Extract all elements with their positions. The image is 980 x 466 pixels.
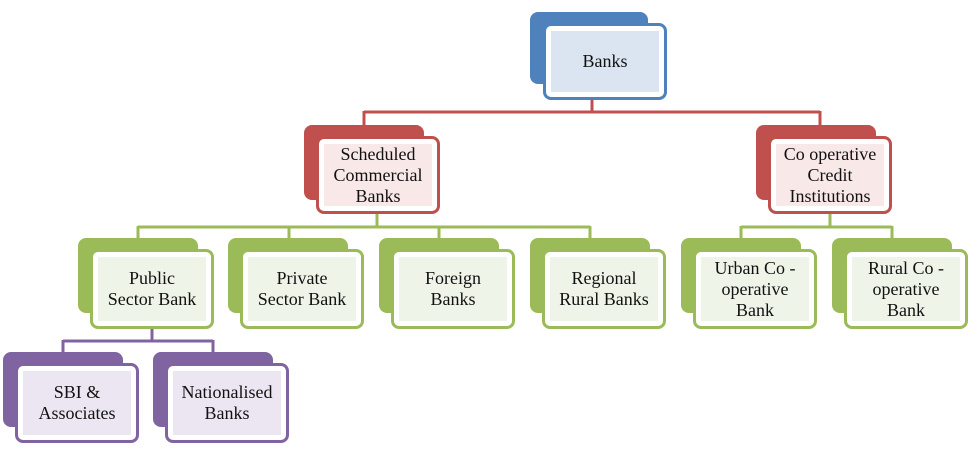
node-cooperative-credit-institutions-label: Co operative Credit Institutions	[776, 144, 884, 206]
node-nationalised-banks-label: Nationalised Banks	[173, 371, 281, 435]
node-scheduled-commercial-banks-label: Scheduled Commercial Banks	[324, 144, 432, 206]
node-public-sector-bank-label: Public Sector Bank	[98, 257, 206, 321]
node-sbi-associates-label: SBI & Associates	[23, 371, 131, 435]
node-regional-rural-banks-label: Regional Rural Banks	[550, 257, 658, 321]
node-private-sector-bank-label: Private Sector Bank	[248, 257, 356, 321]
node-urban-cooperative-bank-label: Urban Co - operative Bank	[701, 257, 809, 321]
node-foreign-banks-label: Foreign Banks	[399, 257, 507, 321]
node-rural-cooperative-bank-label: Rural Co - operative Bank	[852, 257, 960, 321]
node-banks-label: Banks	[551, 31, 659, 92]
